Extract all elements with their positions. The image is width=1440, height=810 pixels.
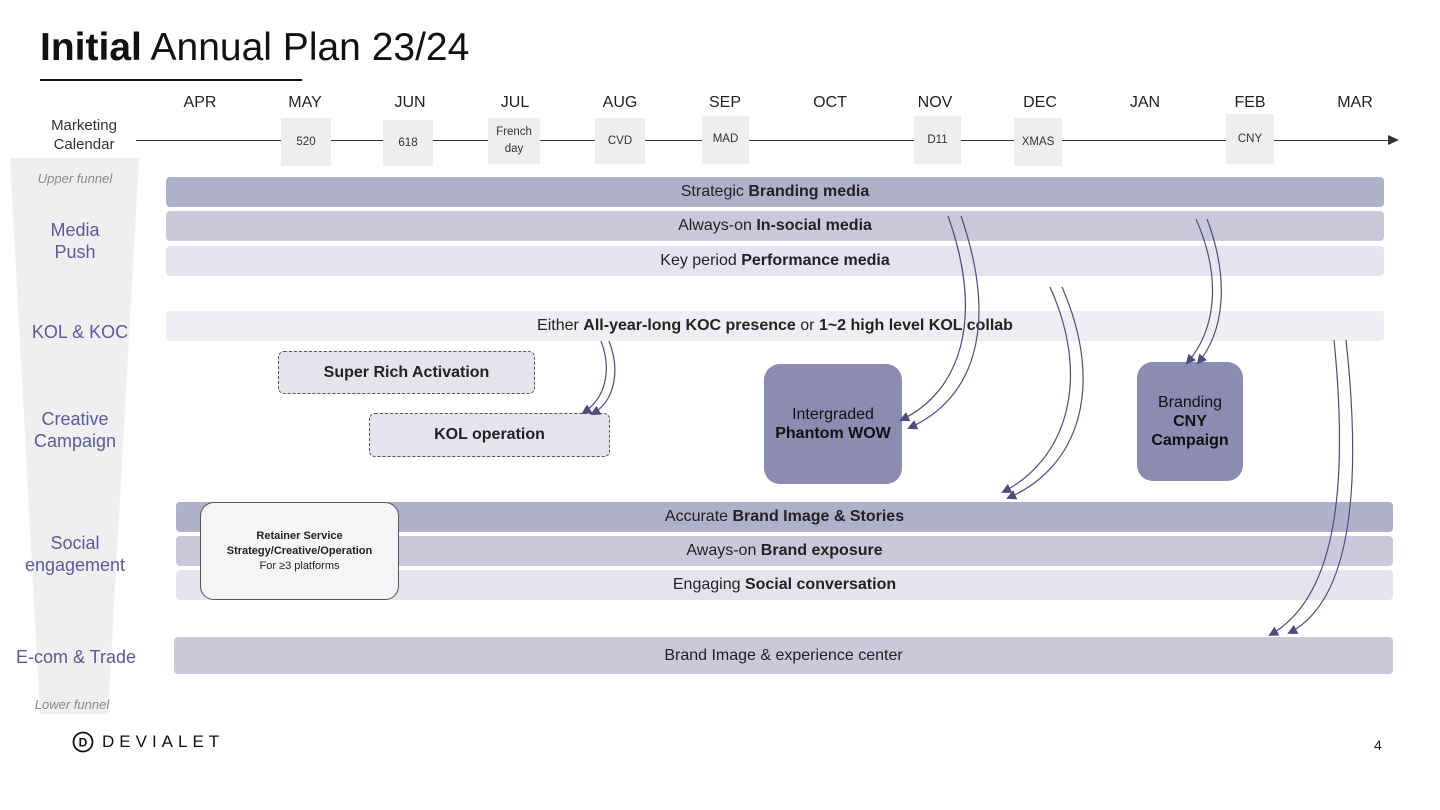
bar-exposure-bold: Brand exposure bbox=[760, 542, 883, 559]
bar-conversation-bold: Social conversation bbox=[744, 576, 897, 593]
cny-campaign-line2: CNY bbox=[1173, 413, 1207, 430]
bar-insocial-bold: In-social media bbox=[756, 217, 872, 234]
bar-brand-image-bold: Brand Image & Stories bbox=[732, 508, 905, 525]
month-oct: OCT bbox=[813, 94, 847, 111]
row-label-social-engagement: Social engagement bbox=[0, 532, 150, 576]
event-520: 520 bbox=[281, 118, 331, 166]
retainer-line1: Retainer Service bbox=[256, 529, 343, 542]
bar-brand-image-pre: Accurate bbox=[664, 508, 729, 525]
row-label-creative-line1: Creative bbox=[41, 409, 109, 429]
bar-performance-pre: Key period bbox=[660, 252, 737, 269]
timeline-axis bbox=[136, 140, 1388, 141]
cny-campaign-tile: Branding CNY Campaign bbox=[1137, 362, 1243, 481]
bar-kol-koc: Either All-year-long KOC presence or 1~2… bbox=[166, 311, 1384, 341]
lower-funnel-label: Lower funnel bbox=[34, 697, 110, 712]
event-french-day-line1: French bbox=[496, 126, 532, 138]
bar-branding-media: Strategic Branding media bbox=[166, 177, 1384, 207]
event-cny: CNY bbox=[1226, 114, 1274, 164]
event-d11: D11 bbox=[914, 116, 961, 164]
page-title: Initial Annual Plan 23/24 bbox=[40, 24, 469, 72]
retainer-line3: For ≥3 platforms bbox=[259, 559, 340, 572]
month-may: MAY bbox=[288, 94, 322, 111]
event-xmas: XMAS bbox=[1014, 118, 1062, 166]
funnel-shape bbox=[10, 158, 139, 714]
event-cvd: CVD bbox=[595, 118, 645, 164]
bar-kol-pre: Either bbox=[537, 317, 579, 334]
month-sep: SEP bbox=[708, 94, 741, 111]
row-label-creative-campaign: Creative Campaign bbox=[0, 408, 150, 452]
devialet-mark-icon: D bbox=[72, 731, 94, 753]
bar-exposure-pre: Aways-on bbox=[686, 542, 757, 559]
month-jan: JAN bbox=[1129, 94, 1161, 111]
row-label-creative-line2: Campaign bbox=[33, 431, 117, 451]
calendar-label-line1: Marketing bbox=[51, 117, 117, 134]
bar-conversation-pre: Engaging bbox=[672, 576, 741, 593]
row-label-ecom-trade: E-com & Trade bbox=[15, 647, 137, 667]
bar-branding-pre: Strategic bbox=[680, 183, 744, 200]
event-mad: MAD bbox=[702, 116, 749, 164]
timeline-arrowhead bbox=[1388, 135, 1399, 145]
retainer-service-card: Retainer Service Strategy/Creative/Opera… bbox=[200, 502, 399, 600]
bar-performance-media: Key period Performance media bbox=[166, 246, 1384, 276]
bar-kol-bold2: 1~2 high level KOL collab bbox=[818, 317, 1013, 334]
bar-ecom-text: Brand Image & experience center bbox=[664, 646, 903, 664]
bar-insocial-pre: Always-on bbox=[678, 217, 752, 234]
month-apr: APR bbox=[183, 94, 217, 111]
row-label-media-push-line2: Push bbox=[54, 242, 96, 262]
bar-kol-mid: or bbox=[800, 317, 815, 334]
month-mar: MAR bbox=[1337, 94, 1373, 111]
title-underline bbox=[40, 79, 302, 81]
phantom-wow-tile: Intergraded Phantom WOW bbox=[764, 364, 902, 484]
month-feb: FEB bbox=[1234, 94, 1266, 111]
kol-operation-box: KOL operation bbox=[369, 413, 610, 457]
bar-kol-bold1: All-year-long KOC presence bbox=[583, 317, 796, 334]
cny-campaign-line1: Branding bbox=[1157, 394, 1223, 411]
month-nov: NOV bbox=[917, 94, 953, 111]
event-618: 618 bbox=[383, 120, 433, 166]
title-bold: Initial bbox=[40, 26, 142, 69]
arrow-kol-to-operation-b bbox=[590, 340, 616, 415]
phantom-wow-line1: Intergraded bbox=[792, 406, 874, 423]
title-rest: Annual Plan 23/24 bbox=[150, 26, 470, 69]
devialet-wordmark: DEVIALET bbox=[102, 732, 225, 751]
bar-branding-bold: Branding media bbox=[748, 183, 870, 200]
upper-funnel-label: Upper funnel bbox=[37, 171, 113, 186]
devialet-logo: D DEVIALET bbox=[72, 731, 224, 753]
phantom-wow-line2: Phantom WOW bbox=[775, 425, 891, 442]
bar-performance-bold: Performance media bbox=[741, 252, 890, 269]
cny-campaign-line3: Campaign bbox=[1151, 432, 1229, 449]
row-label-media-push-line1: Media bbox=[50, 220, 100, 240]
row-label-social-line2: engagement bbox=[24, 555, 126, 575]
svg-text:D: D bbox=[79, 736, 88, 750]
super-rich-activation-box: Super Rich Activation bbox=[278, 351, 535, 394]
event-french-day-line2: day bbox=[504, 143, 524, 155]
page-number: 4 bbox=[1374, 737, 1382, 753]
month-jul: JUL bbox=[500, 94, 530, 111]
row-label-kol-koc: KOL & KOC bbox=[31, 322, 129, 342]
event-french-day: French day bbox=[488, 118, 540, 164]
month-aug: AUG bbox=[602, 94, 638, 111]
arrow-kol-to-operation-a bbox=[581, 340, 607, 415]
calendar-label-line2: Calendar bbox=[53, 136, 115, 153]
bar-ecom-experience-center: Brand Image & experience center bbox=[174, 637, 1393, 674]
month-dec: DEC bbox=[1023, 94, 1057, 111]
retainer-line2: Strategy/Creative/Operation bbox=[226, 544, 373, 557]
marketing-calendar-label: Marketing Calendar bbox=[30, 116, 138, 154]
row-label-social-line1: Social bbox=[50, 533, 100, 553]
month-jun: JUN bbox=[394, 94, 426, 111]
bar-insocial-media: Always-on In-social media bbox=[166, 211, 1384, 241]
row-label-media-push: Media Push bbox=[0, 219, 150, 263]
